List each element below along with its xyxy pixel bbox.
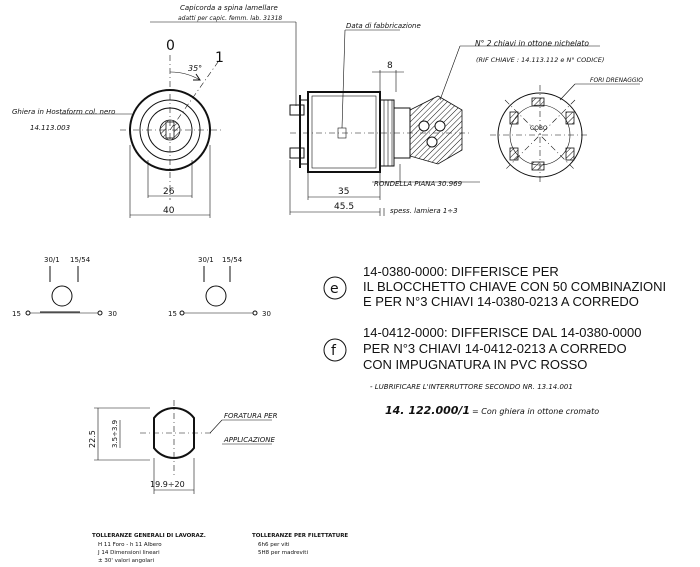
variant-f-note: f 14-0412-0000: DIFFERISCE DAL 14-0380-0…: [323, 325, 641, 372]
schematic-1-t30-1: 30/1: [44, 256, 60, 264]
schematic-2: 30/1 15/54 15 30: [168, 256, 271, 318]
keys-label: N° 2 chiavi in ottone nichelato: [475, 39, 589, 48]
schematic-2-t30: 30: [262, 310, 271, 318]
tolerance-block-general: TOLLERANZE GENERALI DI LAVORAZ. H 11 For…: [92, 533, 206, 564]
dim-45-5: 45.5: [334, 202, 354, 212]
angle-label: 35°: [188, 64, 202, 73]
panel-cutout: FORATURA PER APPLICAZIONE 22.5 3.5÷3.9 1…: [88, 400, 278, 494]
dim-22-5: 22.5: [88, 430, 97, 448]
tol-thread-l2: 5H8 per madreviti: [258, 550, 308, 556]
variant-e-line2: IL BLOCCHETTO CHIAVE CON 50 COMBINAZIONI: [363, 279, 666, 294]
dim-35: 35: [338, 187, 349, 197]
ring-label: Ghiera in Hostaform col. nero: [12, 108, 115, 116]
front-view: 0 1 35° Ghiera in Hostaform col. nero 14…: [12, 38, 224, 218]
cutout-label-2: APPLICAZIONE: [223, 436, 275, 444]
date-label: Data di fabbricazione: [346, 22, 421, 30]
tol-general-title: TOLLERANZE GENERALI DI LAVORAZ.: [92, 533, 206, 539]
variant-e-line1: 14-0380-0000: DIFFERISCE PER: [363, 264, 559, 279]
schematic-1-t30: 30: [108, 310, 117, 318]
dim-19-9: 19.9÷20: [150, 480, 185, 489]
schematic-1-t15-54: 15/54: [70, 256, 91, 264]
drain-holes-label: FORI DRENAGGIO: [590, 77, 643, 84]
keys-ref-label: (RIF CHIAVE : 14.113.112 e N° CODICE): [476, 56, 604, 64]
tol-thread-title: TOLLERANZE PER FILETTATURE: [252, 533, 348, 539]
sheet-thickness-label: spess. lamiera 1÷3: [390, 207, 458, 215]
dim-8: 8: [387, 61, 393, 71]
schematic-2-t15: 15: [168, 310, 177, 318]
dim-40: 40: [163, 206, 175, 216]
dim-3-5: 3.5÷3.9: [111, 420, 119, 448]
chrome-ring-desc: = Con ghiera in ottone cromato: [472, 407, 599, 416]
ring-code: 14.113.003: [30, 124, 70, 132]
washer-label: RONDELLA PIANA 30.969: [374, 180, 463, 188]
side-view: Data di fabbricazione Capicorda a spina …: [150, 4, 604, 216]
lubrication-note: - LUBRIFICARE L'INTERRUTTORE SECONDO NR.…: [370, 383, 599, 417]
lubricate-text: - LUBRIFICARE L'INTERRUTTORE SECONDO NR.…: [370, 383, 573, 391]
cutout-label-1: FORATURA PER: [224, 412, 278, 420]
chrome-ring-code: 14. 122.000/1: [385, 404, 470, 417]
rear-view: COBO FORI DRENAGGIO: [490, 77, 643, 185]
position-0-label: 0: [166, 38, 175, 54]
variant-e-note: e 14-0380-0000: DIFFERISCE PER IL BLOCCH…: [323, 264, 666, 309]
schematic-2-t30-1: 30/1: [198, 256, 214, 264]
variant-f-line3: CON IMPUGNATURA IN PVC ROSSO: [363, 357, 587, 372]
variant-e-line3: E PER N°3 CHIAVI 14-0380-0213 A CORREDO: [363, 294, 639, 309]
terminal-label: Capicorda a spina lamellare: [180, 4, 278, 12]
variant-f-line1: 14-0412-0000: DIFFERISCE DAL 14-0380-000…: [363, 325, 641, 340]
position-1-label: 1: [215, 50, 224, 66]
variant-f-line2: PER N°3 CHIAVI 14-0412-0213 A CORREDO: [363, 341, 627, 356]
tol-general-l1: H 11 Foro - h 11 Albero: [98, 542, 162, 548]
tol-general-l3: ± 30' valori angolari: [98, 558, 155, 564]
schematic-2-t15-54: 15/54: [222, 256, 243, 264]
cobo-label: COBO: [530, 125, 548, 132]
terminal-label-2: adatti per capic. femm. lab. 31318: [178, 15, 282, 22]
tol-thread-l1: 6h6 per viti: [258, 542, 290, 548]
schematic-1: 30/1 15/54 15 30: [12, 256, 117, 318]
dim-26: 26: [163, 187, 175, 197]
tol-general-l2: J 14 Dimensioni lineari: [97, 550, 160, 556]
variant-e-letter: e: [330, 281, 339, 297]
schematic-1-t15: 15: [12, 310, 21, 318]
tolerance-block-thread: TOLLERANZE PER FILETTATURE 6h6 per viti …: [252, 533, 348, 556]
variant-f-letter: f: [331, 343, 337, 359]
